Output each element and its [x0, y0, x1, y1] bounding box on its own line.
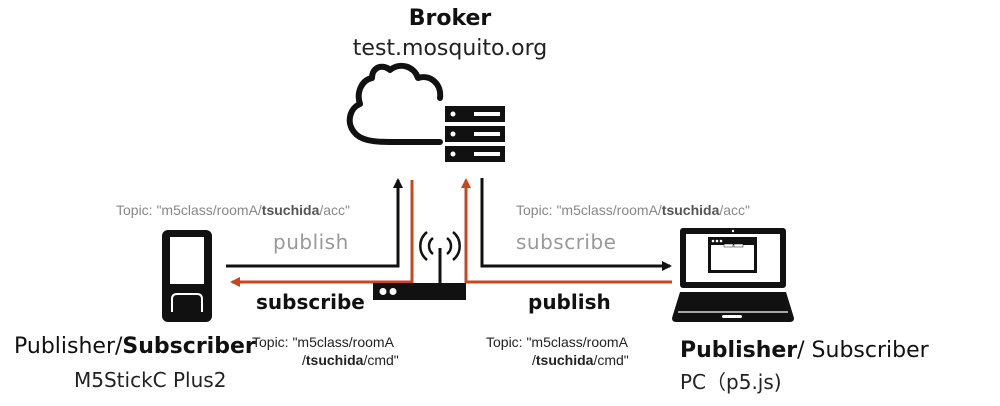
server-icon — [445, 106, 505, 162]
topic-line2: /tsuchida/cmd" — [252, 351, 399, 369]
right-topic-acc: Topic: "m5class/roomA/tsuchida/acc" — [516, 202, 750, 218]
topic-user: tsuchida — [661, 202, 720, 218]
topic-line1: Topic: "m5class/roomA — [486, 334, 628, 350]
right-publish-label: publish — [528, 290, 611, 314]
role-bold: Publisher — [680, 338, 798, 363]
broker-title: Broker — [408, 6, 492, 31]
topic-slash: / — [532, 352, 536, 368]
left-subscribe-label: subscribe — [256, 290, 365, 314]
topic-slash: / — [302, 352, 306, 368]
topic-suffix: /cmd" — [593, 352, 629, 368]
topic-user: tsuchida — [535, 352, 594, 368]
left-publish-label: publish — [273, 230, 349, 254]
topic-suffix: /acc" — [719, 202, 751, 218]
laptop-icon — [672, 228, 794, 322]
left-topic-acc: Topic: "m5class/roomA/tsuchida/acc" — [116, 202, 350, 218]
right-device-name: PC（p5.js) — [680, 370, 782, 394]
topic-suffix: /acc" — [319, 202, 351, 218]
topic-user: tsuchida — [261, 202, 320, 218]
topic-suffix: /cmd" — [363, 352, 399, 368]
role-bold: Subscriber — [122, 334, 256, 359]
right-device-role: Publisher/ Subscriber — [680, 338, 929, 363]
topic-prefix: Topic: "m5class/roomA/ — [516, 202, 662, 218]
m5stick-device-icon — [162, 230, 212, 322]
left-publish-arrow — [226, 178, 403, 268]
role-plain: / Subscriber — [797, 338, 929, 363]
right-subscribe-label: subscribe — [516, 230, 617, 254]
topic-prefix: Topic: "m5class/roomA/ — [116, 202, 262, 218]
right-topic-cmd: Topic: "m5class/roomA /tsuchida/cmd" — [486, 333, 629, 369]
left-subscribe-arrow — [230, 180, 414, 287]
topic-user: tsuchida — [305, 352, 364, 368]
right-subscribe-arrow — [480, 178, 672, 271]
right-publish-arrow — [461, 178, 672, 284]
topic-line2: /tsuchida/cmd" — [486, 351, 629, 369]
wifi-router-icon — [373, 231, 466, 300]
left-topic-cmd: Topic: "m5class/roomA /tsuchida/cmd" — [252, 333, 399, 369]
left-device-name: M5StickC Plus2 — [74, 368, 227, 392]
topic-line1: Topic: "m5class/roomA — [252, 334, 394, 350]
cloud-server-icon — [346, 62, 505, 162]
broker-host: test.mosquito.org — [352, 36, 548, 61]
role-plain: Publisher/ — [14, 334, 123, 359]
left-device-role: Publisher/Subscriber — [14, 334, 256, 359]
